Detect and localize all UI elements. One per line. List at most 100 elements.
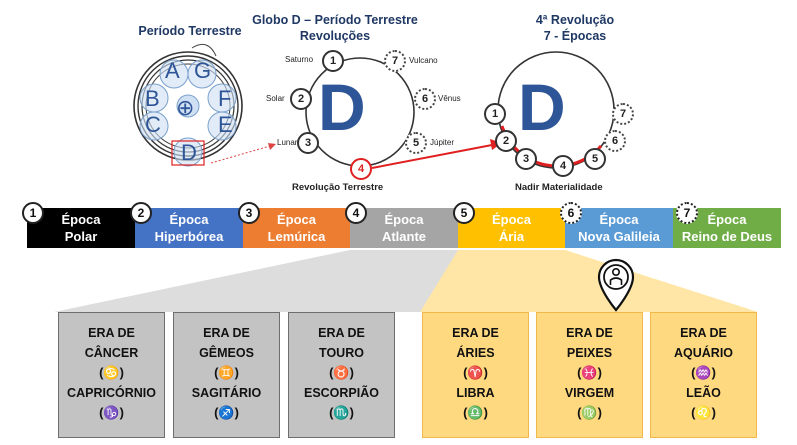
epoch-4-atlante: Época Atlante <box>350 208 458 248</box>
era-4-l3: LIBRA <box>456 386 495 400</box>
epoch-circle-5-badge: 5 <box>584 148 606 170</box>
epoch-7-line2: Reino de Deus <box>681 229 773 244</box>
era-5-l3: VIRGEM <box>564 386 615 400</box>
era-4-symbol2: (♎) <box>463 405 488 420</box>
epoch-2-line1: Época <box>169 212 209 227</box>
era-1-l2: CÂNCER <box>84 346 139 360</box>
nadir-caption: Nadir Materialidade <box>515 182 603 193</box>
dotted-arrow-head <box>268 143 276 150</box>
globe-letter-d: D <box>181 140 197 165</box>
revolution-6-badge: 6 <box>414 88 436 110</box>
revolution-4-badge: 4 <box>350 158 372 180</box>
era-6-symbol1: (♒) <box>691 365 716 380</box>
globe-diagram <box>133 43 243 167</box>
epoch-3-badge: 3 <box>238 202 260 224</box>
globe-letter-b: B <box>145 86 160 111</box>
epoch-5-line1: Época <box>491 212 531 227</box>
revolution-7-label: Vulcano <box>409 56 438 65</box>
revolution-3-label: Lunar <box>277 138 298 147</box>
globe-letter-e: E <box>218 112 233 137</box>
era-box-aries: ERA DE ÁRIES (♈) LIBRA (♎) <box>422 312 529 438</box>
epoch-circle-4-badge: 4 <box>552 155 574 177</box>
era-2-l3: SAGITÁRIO <box>191 386 262 400</box>
revolution-2-badge: 2 <box>290 88 312 110</box>
epoch-4-badge: 4 <box>345 202 367 224</box>
circle-letter-middle: D <box>318 70 366 144</box>
era-1-l1: ERA DE <box>88 326 135 340</box>
periodo-title: Período Terrestre <box>138 24 242 38</box>
epoch-6-line1: Época <box>599 212 639 227</box>
globo-title: Globo D – Período Terrestre Revoluções <box>250 12 420 44</box>
era-box-peixes: ERA DE PEIXES (♓) VIRGEM (♍) <box>536 312 643 438</box>
revolution-title-line2: 7 - Épocas <box>543 29 607 43</box>
epoch-7-line1: Época <box>707 212 747 227</box>
globo-title-line1: Globo D – Período Terrestre <box>252 13 418 27</box>
revolution-7-badge: 7 <box>384 50 406 72</box>
epoch-5-line2: Ária <box>498 229 525 244</box>
era-2-l1: ERA DE <box>203 326 250 340</box>
revolucao-terrestre-caption: Revolução Terrestre <box>292 182 384 193</box>
era-1-symbol2: (♑) <box>99 405 124 420</box>
era-4-symbol1: (♈) <box>463 365 488 380</box>
era-2-symbol1: (♊) <box>214 365 239 380</box>
era-3-l1: ERA DE <box>318 326 365 340</box>
epoch-1-line1: Época <box>61 212 101 227</box>
era-6-l1: ERA DE <box>680 326 727 340</box>
revolution-3-badge: 3 <box>297 132 319 154</box>
epoch-5-aria: Época Ária <box>458 208 565 248</box>
gray-projection <box>54 250 458 312</box>
revolution-1-label: Saturno <box>285 55 314 64</box>
epoch-5-badge: 5 <box>453 202 475 224</box>
revolution-5-label: Júpiter <box>430 138 455 147</box>
globe-letter-c: C <box>145 112 161 137</box>
era-3-symbol2: (♏) <box>329 405 354 420</box>
era-5-l1: ERA DE <box>566 326 613 340</box>
era-box-cancer: ERA DE CÂNCER (♋) CAPRICÓRNIO (♑) <box>58 312 165 438</box>
era-6-symbol2: (♌) <box>691 405 716 420</box>
yellow-projection <box>420 250 758 312</box>
globe-letter-f: F <box>218 86 232 111</box>
epoch-4-line1: Época <box>384 212 424 227</box>
epoch-4-line2: Atlante <box>381 229 427 244</box>
epoch-3-line2: Lemúrica <box>267 229 326 244</box>
location-person-icon <box>597 258 635 312</box>
epoch-1-line2: Polar <box>64 229 98 244</box>
epoch-6-line2: Nova Galileia <box>578 229 660 244</box>
era-1-symbol1: (♋) <box>99 365 124 380</box>
era-2-symbol2: (♐) <box>214 405 239 420</box>
epoch-circle-3-badge: 3 <box>515 148 537 170</box>
epoch-1-badge: 1 <box>22 202 44 224</box>
epoch-circle-6-badge: 6 <box>604 130 626 152</box>
epoch-2-line2: Hiperbórea <box>154 229 224 244</box>
era-6-l3: LEÃO <box>686 386 721 400</box>
era-2-l2: GÊMEOS <box>199 346 254 360</box>
era-3-l3: ESCORPIÃO <box>303 386 379 400</box>
era-box-gemeos: ERA DE GÊMEOS (♊) SAGITÁRIO (♐) <box>173 312 280 438</box>
revolution-5-badge: 5 <box>405 132 427 154</box>
circle-letter-right: D <box>518 70 566 144</box>
era-1-l3: CAPRICÓRNIO <box>67 386 156 400</box>
revolution-title-line1: 4ª Revolução <box>535 13 615 27</box>
epoch-2-hiperborea: Época Hiperbórea <box>135 208 243 248</box>
earth-symbol-icon: ⊕ <box>176 96 195 121</box>
globe-letter-g: G <box>194 58 212 83</box>
epoch-6-badge: 6 <box>560 202 582 224</box>
globe-stem <box>191 43 217 57</box>
era-box-aquario: ERA DE AQUÁRIO (♒) LEÃO (♌) <box>650 312 757 438</box>
red-arrow <box>371 144 493 169</box>
epoch-1-polar: Época Polar <box>27 208 135 248</box>
era-4-l2: ÁRIES <box>456 346 495 360</box>
era-5-l2: PEIXES <box>566 346 613 360</box>
revolution-2-label: Solar <box>266 94 285 103</box>
era-4-l1: ERA DE <box>452 326 499 340</box>
epoch-3-lemurica: Época Lemúrica <box>243 208 350 248</box>
highlight-box <box>171 140 205 166</box>
epoch-3-line1: Época <box>276 212 316 227</box>
epoch-circle-7-badge: 7 <box>612 103 634 125</box>
era-box-touro: ERA DE TOURO (♉) ESCORPIÃO (♏) <box>288 312 395 438</box>
revolution-1-badge: 1 <box>322 50 344 72</box>
era-6-l2: AQUÁRIO <box>673 346 734 360</box>
era-3-symbol1: (♉) <box>329 365 354 380</box>
globe-letter-a: A <box>165 58 180 83</box>
epoch-circle-1-badge: 1 <box>484 103 506 125</box>
